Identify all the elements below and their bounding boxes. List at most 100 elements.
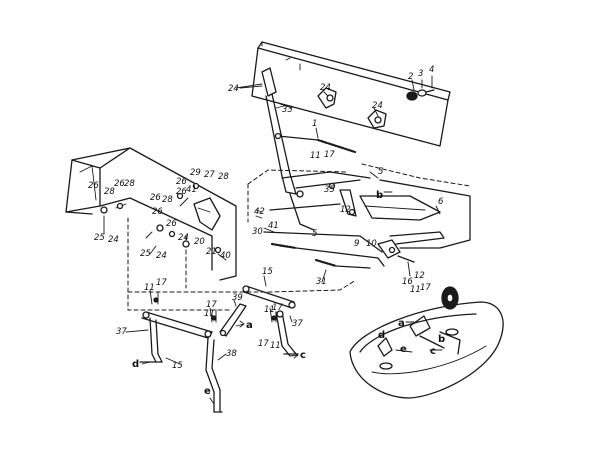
callout-28: 28 — [162, 195, 173, 205]
connection-letter-e: e — [400, 344, 407, 355]
callout-39: 39 — [232, 293, 243, 303]
callout-5: 5 — [378, 167, 383, 177]
callout-24: 24 — [108, 235, 119, 245]
callout-26: 26 — [166, 219, 177, 229]
callout-37: 37 — [292, 319, 303, 329]
knob-assembly — [406, 75, 435, 101]
tension-spring-lower-left — [270, 242, 298, 250]
callout-17: 17 — [324, 150, 335, 160]
callout-26: 26 — [152, 207, 163, 217]
callout-26: 26 — [88, 181, 99, 191]
callout-20: 20 — [194, 237, 205, 247]
connection-letters: b a c d e d a e c b — [132, 190, 445, 397]
callout-11: 11 — [144, 283, 155, 293]
callout-2: 2 — [408, 72, 413, 82]
callout-12: 12 — [414, 271, 425, 281]
mower-deck — [349, 301, 504, 399]
connection-letter-e: e — [204, 386, 211, 397]
callout-3: 3 — [418, 69, 423, 79]
callout-5: 5 — [312, 229, 317, 239]
lift-lever — [239, 67, 297, 195]
callout-35: 35 — [324, 185, 335, 195]
callout-41: 41 — [186, 185, 197, 195]
callout-10: 10 — [366, 239, 377, 249]
callout-41: 41 — [268, 221, 279, 231]
callout-28: 28 — [104, 187, 115, 197]
callout-26: 26 — [114, 179, 125, 189]
callout-12: 12 — [340, 205, 351, 215]
connection-letter-a: a — [246, 320, 253, 331]
callout-4: 4 — [429, 65, 434, 75]
callout-26: 26 — [150, 193, 161, 203]
connection-letter-b: b — [376, 190, 383, 201]
callout-28: 28 — [218, 172, 229, 182]
leader-lines — [103, 83, 441, 365]
connection-letter-a: a — [398, 318, 405, 329]
lift-arm-front — [139, 317, 163, 363]
callout-40: 40 — [220, 251, 231, 261]
callout-1: 1 — [312, 119, 317, 129]
connection-letter-b: b — [438, 334, 445, 345]
lower-frame-plate — [359, 179, 471, 249]
rear-panel — [251, 41, 451, 147]
callout-11: 11 — [310, 151, 321, 161]
callout-16: 16 — [402, 277, 413, 287]
callout-6: 6 — [438, 197, 444, 207]
callout-15: 15 — [262, 267, 273, 277]
callout-25: 25 — [140, 249, 151, 259]
right-bracket-small — [377, 239, 415, 263]
callout-labels: 24 33 24 24 2 3 4 1 11 17 5 6 35 12 42 4… — [88, 65, 444, 371]
connection-letter-d: d — [132, 359, 139, 370]
callout-26: 26 — [176, 187, 187, 197]
callout-17: 17 — [420, 283, 431, 293]
letter-arrows — [141, 191, 415, 405]
callout-25: 25 — [94, 233, 105, 243]
lift-bar-upper-right — [242, 285, 296, 309]
callout-30: 30 — [252, 227, 263, 237]
lift-linkage-center — [255, 171, 385, 267]
callout-37: 37 — [116, 327, 127, 337]
mounting-bracket-right — [367, 109, 387, 129]
deck-brackets — [377, 315, 461, 370]
callout-15: 15 — [172, 361, 183, 371]
mounting-bracket-upper — [317, 87, 337, 109]
callout-9: 9 — [354, 239, 359, 249]
callout-17: 17 — [258, 339, 269, 349]
tension-spring-upper — [274, 127, 357, 154]
callout-24: 24 — [320, 83, 331, 93]
callout-24: 24 — [178, 233, 189, 243]
callout-17: 17 — [272, 303, 283, 313]
connection-letter-c: c — [300, 350, 306, 361]
callout-24: 24 — [372, 101, 383, 111]
lift-arm-right — [275, 310, 299, 357]
connection-letter-c: c — [430, 346, 436, 357]
callout-24: 24 — [156, 251, 167, 261]
lift-arm-lower-left — [205, 337, 223, 413]
callout-26: 26 — [176, 177, 187, 187]
callout-17: 17 — [206, 300, 217, 310]
callout-42: 42 — [254, 207, 265, 217]
callout-38: 38 — [226, 349, 237, 359]
callout-11: 11 — [270, 341, 281, 351]
callout-31: 31 — [316, 277, 327, 287]
callout-11: 11 — [410, 285, 421, 295]
callout-27: 27 — [204, 170, 215, 180]
link-bar-39 — [219, 303, 247, 337]
callout-21: 21 — [206, 247, 217, 257]
lift-bar-long — [141, 311, 213, 339]
callout-17: 17 — [156, 278, 167, 288]
callout-29: 29 — [190, 168, 201, 178]
side-panel — [65, 147, 237, 281]
callout-24: 24 — [228, 84, 239, 94]
side-panel-cutout — [193, 197, 221, 231]
clevis-pins — [149, 289, 277, 323]
tension-spring-lower-right — [314, 258, 371, 269]
callout-11: 11 — [204, 309, 215, 319]
connection-letter-d: d — [378, 330, 385, 341]
deck-wheel — [441, 286, 459, 310]
callout-33: 33 — [282, 105, 293, 115]
callout-11: 11 — [264, 305, 275, 315]
callout-28: 28 — [124, 179, 135, 189]
